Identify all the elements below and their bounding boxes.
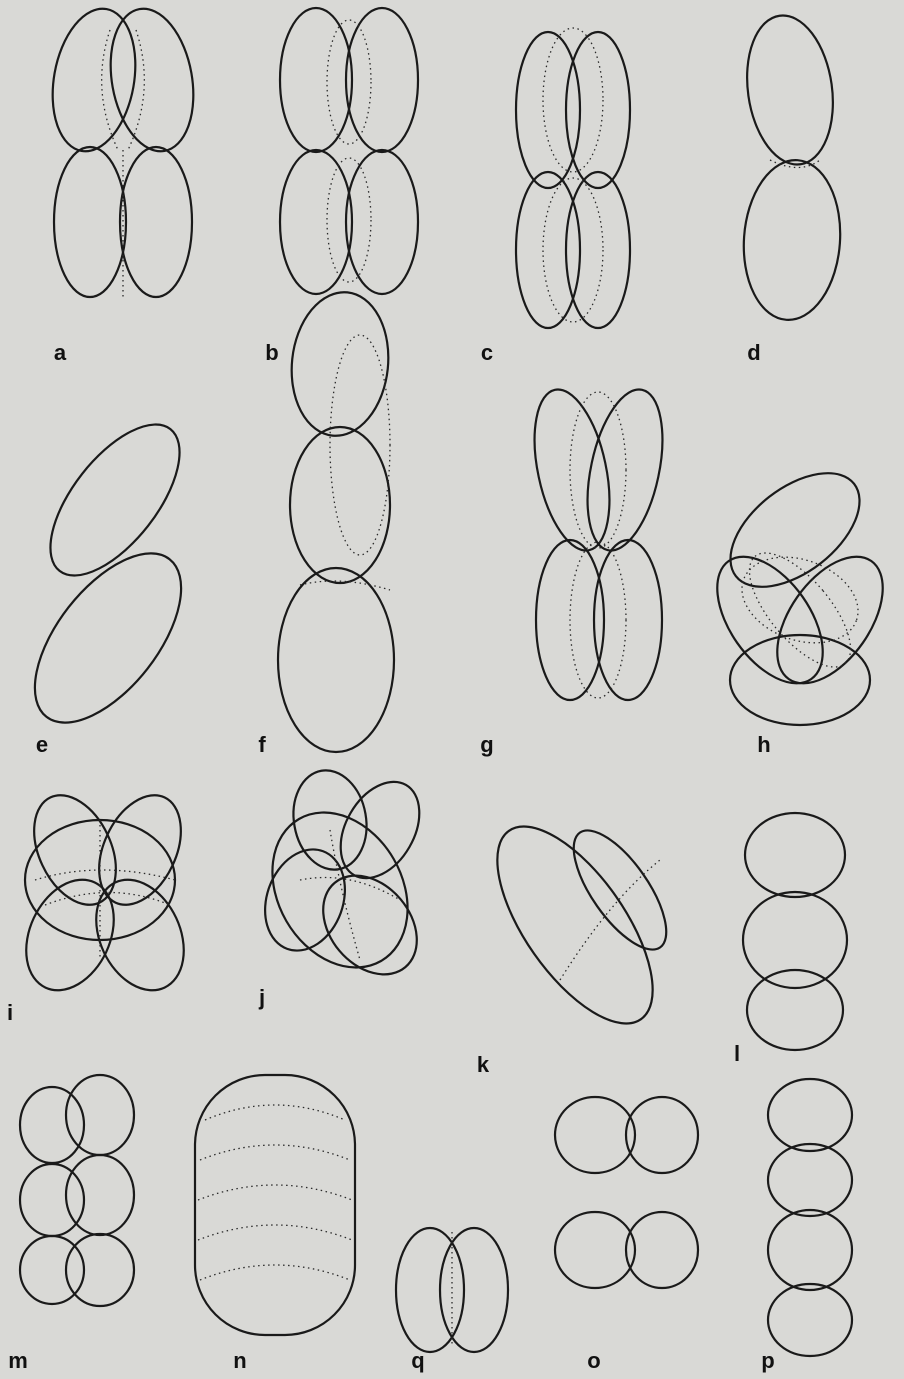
figure-p-label: p [761, 1348, 774, 1373]
figure-a-label: a [54, 340, 67, 365]
figure-i-label: i [7, 1000, 13, 1025]
figure-q-cell-group [396, 1228, 508, 1352]
figure-c-label: c [481, 340, 493, 365]
figure-j-cell-group [245, 765, 436, 993]
figure-d-cell-group [738, 10, 845, 323]
figure-e-label: e [36, 732, 48, 757]
figure-l-cell-group [743, 813, 847, 1050]
figure-c-cell-group [516, 28, 630, 328]
figure-h-label: h [757, 732, 770, 757]
figure-k-cell-group [468, 802, 683, 1048]
figure-j-label: j [258, 985, 265, 1010]
figure-o-label: o [587, 1348, 600, 1373]
figure-m-label: m [8, 1348, 28, 1373]
figure-g-cell-group [522, 383, 676, 700]
figure-k-label: k [477, 1052, 490, 1077]
figure-g-label: g [480, 732, 493, 757]
figure-i-cell-group [9, 782, 201, 1004]
figure-n-cell-group [195, 1075, 355, 1335]
figure-b-cell-group [280, 8, 418, 294]
figure-b-label: b [265, 340, 278, 365]
figure-h-cell-group [696, 451, 904, 725]
figure-d-label: d [747, 340, 760, 365]
figure-p-cell-group [768, 1079, 852, 1356]
figure-e-cell-group [7, 403, 209, 747]
figure-o-cell-group [555, 1097, 698, 1288]
figure-f-label: f [258, 732, 266, 757]
figure-f-cell-group [278, 287, 395, 752]
figure-a-cell-group [42, 2, 204, 300]
figure-n-label: n [233, 1348, 246, 1373]
figure-q-label: q [411, 1348, 424, 1373]
figure-m-cell-group [20, 1075, 134, 1306]
figure-l-label: l [734, 1041, 740, 1066]
